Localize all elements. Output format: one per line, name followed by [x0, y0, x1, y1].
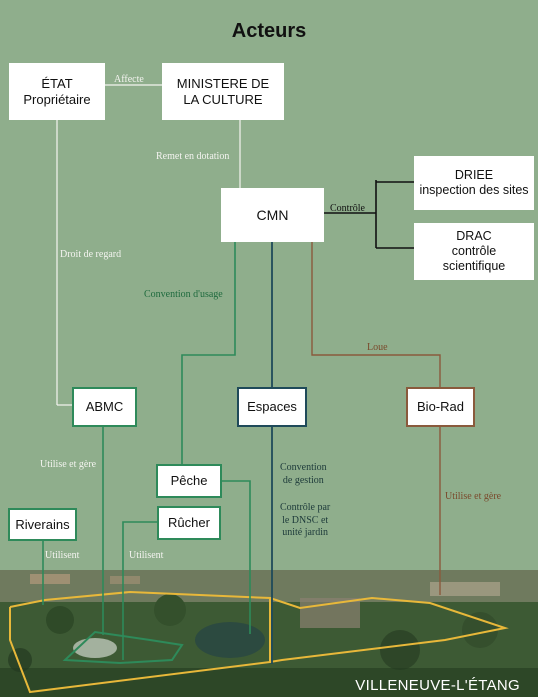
node-cmn: CMN — [221, 188, 324, 242]
edge-label-controle: Contrôle — [330, 203, 365, 214]
edge-label-utilise-gere-abmc: Utilise et gère — [40, 459, 97, 470]
edge-label-droit: Droit de regard — [60, 249, 122, 260]
control-links — [324, 180, 414, 249]
edge-label-convention-usage: Convention d'usage — [144, 289, 223, 300]
node-driee: DRIEE inspection des sites — [414, 156, 534, 210]
node-etat: ÉTAT Propriétaire — [9, 63, 105, 120]
node-riverains: Riverains — [8, 508, 77, 541]
edge-label-affecte: Affecte — [114, 74, 144, 85]
biorad-boundary — [269, 596, 509, 663]
node-abmc: ABMC — [72, 387, 137, 427]
edge-label-convention-gestion: Convention de gestion — [280, 462, 327, 486]
ownership-links — [56, 84, 241, 406]
estate-boundary — [9, 590, 271, 694]
node-espaces: Espaces — [237, 387, 307, 427]
usage-links — [42, 242, 251, 660]
site-caption: VILLENEUVE-L'ÉTANG — [355, 677, 520, 694]
node-ministere: MINISTERE DE LA CULTURE — [162, 63, 284, 120]
edge-label-utilisent-riverains: Utilisent — [45, 550, 80, 561]
node-peche: Pêche — [156, 464, 222, 498]
edge-label-remet: Remet en dotation — [156, 151, 230, 162]
edge-label-controle-dnsc: Contrôle par le DNSC et unité jardin — [280, 502, 331, 538]
edge-label-utilisent-rucher: Utilisent — [129, 550, 164, 561]
abmc-area — [62, 630, 184, 665]
node-biorad: Bio-Rad — [406, 387, 475, 427]
node-rucher: Rûcher — [157, 506, 221, 540]
lease-links — [311, 242, 441, 595]
diagram-title: Acteurs — [231, 20, 307, 42]
edge-label-utilise-gere-biorad: Utilise et gère — [445, 491, 502, 502]
edge-label-loue: Loue — [367, 342, 388, 353]
node-drac: DRAC contrôle scientifique — [414, 223, 534, 280]
